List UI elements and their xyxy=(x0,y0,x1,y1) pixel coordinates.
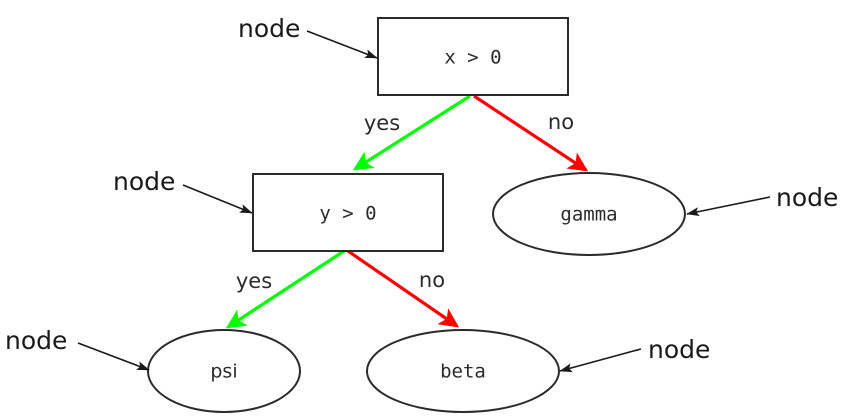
edge-label-inner-no: no xyxy=(419,268,445,292)
node-psi-label: psi xyxy=(210,361,237,383)
annotation-beta: node xyxy=(559,335,710,373)
node-beta-label: beta xyxy=(440,361,486,383)
annotation-gamma-label: node xyxy=(776,183,838,212)
annotation-psi-pointer xyxy=(77,342,150,371)
edge-label-root-no: no xyxy=(548,110,574,134)
annotation-root-label: node xyxy=(238,14,300,43)
annotation-inner: node xyxy=(113,167,253,214)
node-inner[interactable]: y > 0 xyxy=(252,173,444,252)
annotation-beta-label: node xyxy=(648,335,710,364)
annotation-psi: node xyxy=(5,326,150,371)
node-root[interactable]: x > 0 xyxy=(377,17,569,96)
edge-root-yes-inner: yes xyxy=(352,94,471,171)
annotation-psi-label: node xyxy=(5,326,67,355)
node-beta[interactable]: beta xyxy=(366,329,560,413)
edge-label-inner-yes: yes xyxy=(236,269,272,293)
edge-line-root-yes xyxy=(352,94,471,171)
annotation-beta-pointer xyxy=(559,348,642,373)
annotation-gamma-pointer xyxy=(686,196,771,216)
edge-line-inner-no xyxy=(347,249,460,328)
node-gamma[interactable]: gamma xyxy=(492,172,686,256)
annotation-root: node xyxy=(238,14,378,59)
edge-line-root-no xyxy=(473,94,589,172)
annotation-inner-label: node xyxy=(113,167,175,196)
node-root-rect[interactable] xyxy=(377,17,569,96)
annotation-root-pointer xyxy=(306,30,378,59)
node-inner-label: y > 0 xyxy=(319,203,376,225)
edge-label-root-yes: yes xyxy=(364,111,400,135)
node-root-label: x > 0 xyxy=(444,47,501,69)
edge-line-inner-yes xyxy=(225,249,345,329)
node-gamma-ellipse[interactable] xyxy=(492,172,686,256)
node-psi[interactable]: psi xyxy=(147,329,301,413)
edge-root-no-gamma: no xyxy=(473,94,589,172)
annotation-gamma: node xyxy=(686,183,838,216)
edge-inner-no-beta: no xyxy=(347,249,460,328)
annotation-inner-pointer xyxy=(182,184,253,214)
node-beta-ellipse[interactable] xyxy=(366,329,560,413)
node-inner-rect[interactable] xyxy=(252,173,444,252)
node-psi-ellipse[interactable] xyxy=(147,329,301,413)
edge-inner-yes-psi: yes xyxy=(225,249,345,329)
node-gamma-label: gamma xyxy=(560,204,617,226)
